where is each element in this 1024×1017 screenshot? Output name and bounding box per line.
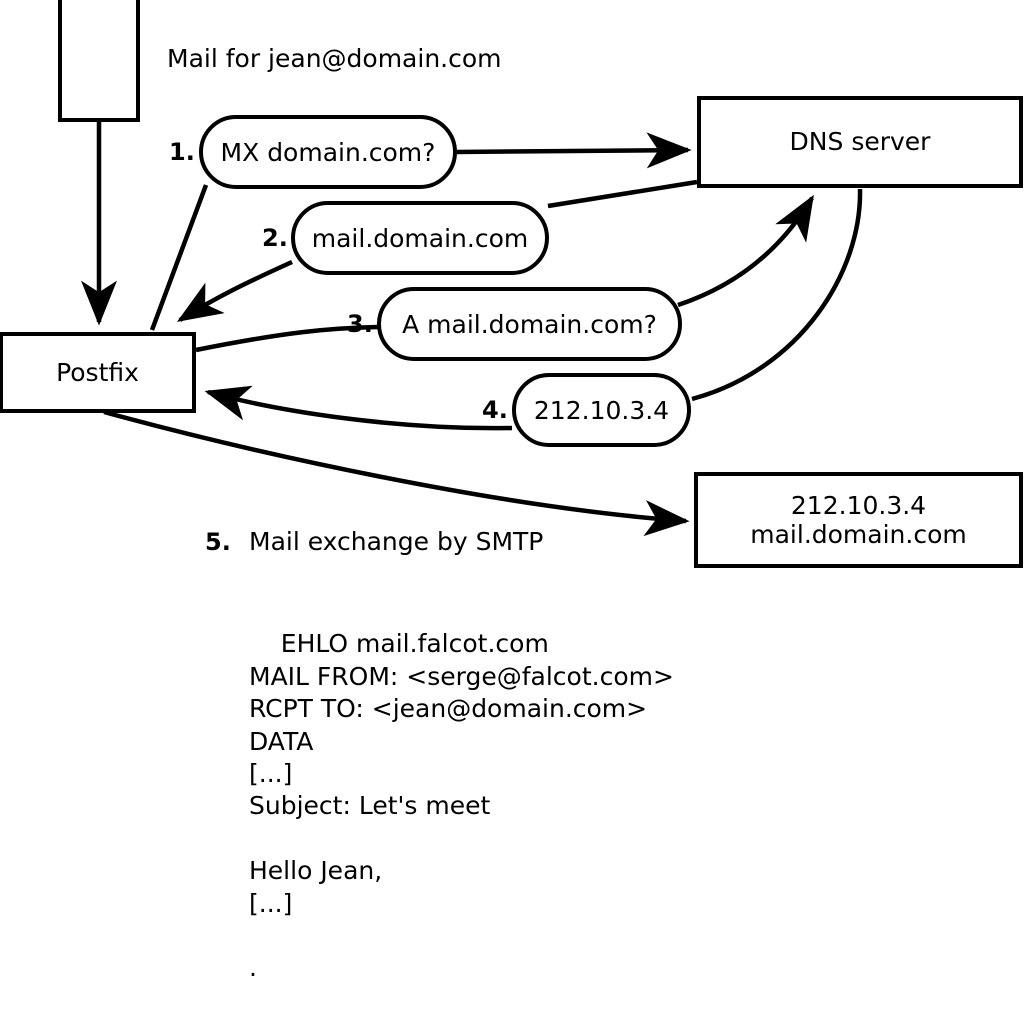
step-4-number: 4.: [482, 396, 508, 424]
postfix-label: Postfix: [56, 357, 139, 387]
step-1-bubble-label: MX domain.com?: [220, 137, 436, 167]
edge-step1-to-dns: [455, 132, 692, 169]
edge-postfix-to-step3: [195, 324, 379, 353]
step-4-bubble-label: 212.10.3.4: [533, 395, 670, 425]
target-host-box: 212.10.3.4 mail.domain.com: [694, 472, 1023, 568]
step-3-bubble: A mail.domain.com?: [377, 287, 682, 361]
step-4-bubble: 212.10.3.4: [512, 373, 691, 447]
step-2-bubble: mail.domain.com: [291, 201, 549, 275]
edge-dns-to-step2: [547, 179, 698, 209]
step-5-number: 5.: [205, 528, 231, 556]
step-1-number: 1.: [169, 138, 195, 166]
target-host-ip: 212.10.3.4: [790, 490, 927, 520]
dns-server-box: DNS server: [697, 96, 1023, 188]
mail-routing-diagram: DNS server Postfix 212.10.3.4 mail.domai…: [0, 0, 1023, 982]
smtp-transcript: EHLO mail.falcot.com MAIL FROM: <serge@f…: [249, 596, 674, 1017]
step-5-label: Mail exchange by SMTP: [249, 527, 544, 556]
edge-step1-tail-to-postfix: [149, 184, 209, 331]
postfix-box: Postfix: [0, 332, 196, 413]
smtp-transcript-text: EHLO mail.falcot.com MAIL FROM: <serge@f…: [249, 629, 674, 983]
mail-for-note: Mail for jean@domain.com: [167, 44, 502, 73]
connector-layer: [81, 122, 863, 537]
client-box: [58, 0, 140, 122]
edge-dns-to-step4: [691, 188, 863, 402]
edge-postfix-to-target: [103, 409, 690, 537]
target-host-hostname: mail.domain.com: [750, 520, 967, 549]
edge-step4-to-postfix: [204, 385, 513, 431]
step-1-bubble: MX domain.com?: [199, 115, 457, 189]
dns-server-label: DNS server: [789, 127, 931, 157]
step-2-bubble-label: mail.domain.com: [311, 223, 529, 253]
step-2-number: 2.: [262, 224, 288, 252]
step-3-bubble-label: A mail.domain.com?: [402, 309, 657, 339]
step-3-number: 3.: [347, 310, 373, 338]
edge-step2-to-postfix: [176, 259, 293, 322]
edge-step3-to-dns: [677, 194, 814, 308]
